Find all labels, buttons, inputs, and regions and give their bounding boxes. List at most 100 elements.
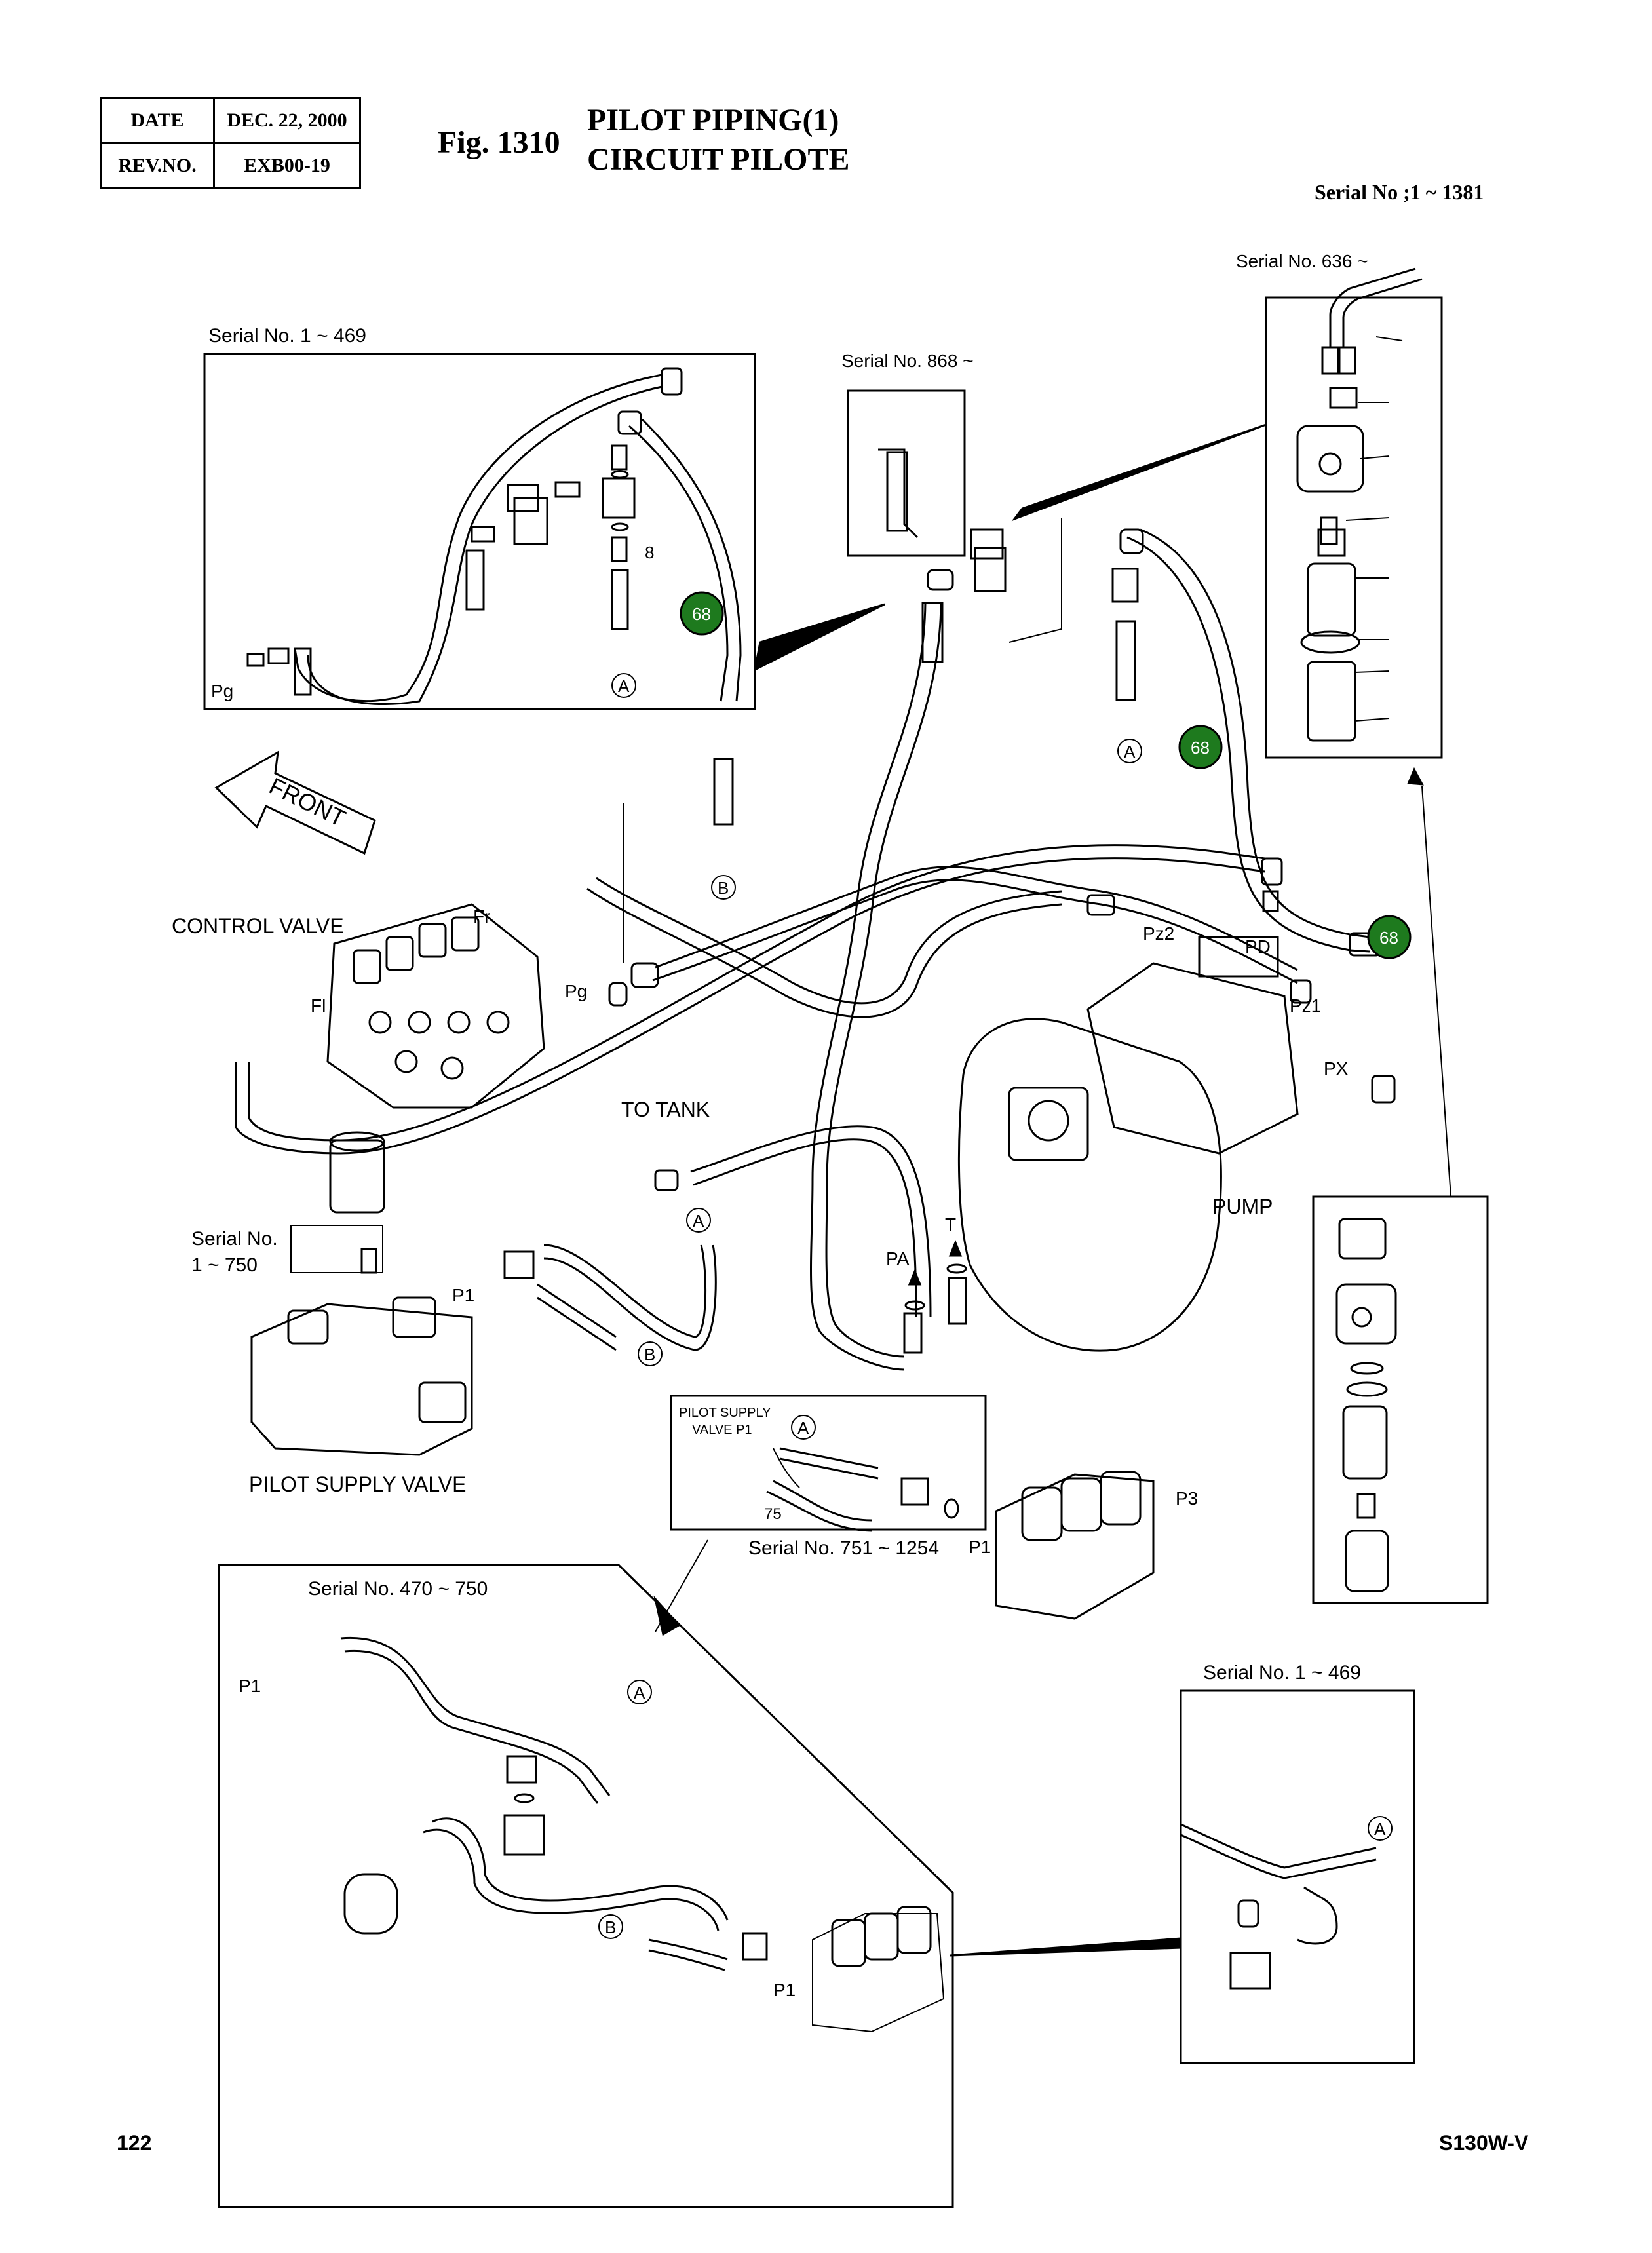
serial-top-left: Serial No. 1 ~ 469 bbox=[208, 325, 366, 347]
port-pd: PD bbox=[1245, 936, 1271, 957]
pump-regulator bbox=[1198, 936, 1279, 978]
panel-pilot-supply bbox=[670, 1395, 987, 1531]
serial-box-filter bbox=[290, 1225, 383, 1273]
callout-circle bbox=[611, 673, 636, 698]
date-label: DATE bbox=[100, 97, 215, 144]
fitting bbox=[267, 647, 290, 664]
leader-line bbox=[655, 1539, 708, 1632]
hose-end bbox=[465, 549, 485, 611]
hose-control-long bbox=[235, 857, 1265, 1155]
sensor-cable bbox=[1342, 278, 1423, 347]
hose-right bbox=[1126, 536, 1370, 953]
hose-bl-2 bbox=[423, 1828, 720, 1931]
fitting bbox=[1119, 528, 1144, 554]
manifold-p3 bbox=[995, 1473, 1155, 1620]
fitting bbox=[246, 653, 265, 667]
panel-bottom-right bbox=[1180, 1689, 1415, 2064]
panel-top-center bbox=[847, 389, 966, 557]
model-code: S130W-V bbox=[1439, 2131, 1529, 2155]
filter-bowl bbox=[1345, 1530, 1389, 1592]
date-value: DEC. 22, 2000 bbox=[213, 97, 361, 144]
leader-line bbox=[1421, 786, 1451, 1197]
fitting bbox=[1262, 890, 1279, 912]
valve-spool bbox=[385, 936, 414, 971]
elbow bbox=[1237, 1899, 1259, 1928]
hose-br-2 bbox=[1297, 1886, 1338, 1945]
port-fr: Fr bbox=[473, 906, 490, 927]
hose-center-long bbox=[810, 602, 927, 1371]
pump-label: PUMP bbox=[1212, 1195, 1273, 1218]
hose-right bbox=[1140, 528, 1370, 938]
hose-top-left-1 bbox=[294, 374, 663, 703]
tee-block bbox=[900, 1477, 929, 1506]
hose-end bbox=[713, 758, 734, 826]
callout-circle bbox=[1368, 1816, 1393, 1841]
hose-to-tank bbox=[693, 1138, 917, 1318]
manifold-bl bbox=[812, 1913, 945, 2033]
arrow-up bbox=[908, 1268, 922, 1286]
page-number: 122 bbox=[117, 2131, 152, 2155]
filter-element bbox=[1342, 1405, 1388, 1480]
hose-br bbox=[1180, 1834, 1377, 1879]
valve-coil bbox=[507, 484, 539, 512]
pa-fitting bbox=[903, 1312, 923, 1354]
control-valve-body bbox=[326, 903, 545, 1109]
port-fl: Fl bbox=[311, 995, 326, 1016]
pilot-valve-body bbox=[250, 1303, 473, 1456]
serial-bottom-right: Serial No. 1 ~ 469 bbox=[1203, 1662, 1361, 1684]
hose-pilot-b bbox=[537, 1296, 617, 1351]
o-ring bbox=[611, 470, 629, 479]
rev-label: REV.NO. bbox=[100, 142, 215, 189]
solenoid-coil bbox=[1335, 1283, 1397, 1345]
hose-pilot-b bbox=[537, 1283, 617, 1338]
valve-block bbox=[1229, 1952, 1271, 1990]
port-px: PX bbox=[1324, 1058, 1349, 1079]
solenoid-coil bbox=[1296, 425, 1364, 493]
pilot-valve-solenoid bbox=[392, 1296, 436, 1338]
port-pg: Pg bbox=[211, 681, 233, 701]
part-75: 75 bbox=[764, 1505, 782, 1523]
callout-a: A bbox=[1124, 742, 1136, 761]
front-label: FRONT bbox=[265, 772, 349, 832]
filter-element bbox=[1307, 562, 1356, 637]
port-pz1: Pz1 bbox=[1290, 995, 1321, 1016]
valve-block bbox=[513, 497, 548, 545]
rev-value: EXB00-19 bbox=[213, 142, 361, 189]
serial-middle: Serial No. 751 ~ 1254 bbox=[748, 1537, 939, 1559]
pointer-wedge bbox=[753, 603, 885, 672]
hose-fr bbox=[586, 887, 1062, 1018]
callout-a: A bbox=[1374, 1819, 1386, 1839]
title-french: CIRCUIT PILOTE bbox=[587, 142, 850, 177]
port-t: T bbox=[945, 1214, 956, 1235]
connector bbox=[1321, 346, 1339, 375]
hose-pg bbox=[655, 866, 1298, 971]
fitting bbox=[661, 367, 683, 396]
bracket-outline bbox=[1008, 518, 1062, 643]
o-ring bbox=[1300, 630, 1360, 654]
filter-bowl bbox=[1307, 661, 1356, 742]
pilot-valve-solenoid bbox=[287, 1309, 329, 1345]
callout-circle bbox=[791, 1415, 816, 1440]
pointer-wedge bbox=[1011, 423, 1267, 522]
badge-68-circle bbox=[1367, 915, 1412, 959]
hose-end bbox=[294, 647, 312, 696]
hose-end bbox=[611, 569, 629, 630]
title-english: PILOT PIPING(1) bbox=[587, 103, 839, 138]
part-8: 8 bbox=[645, 543, 654, 562]
manifold-coil bbox=[1100, 1471, 1142, 1526]
hose-center-long bbox=[825, 602, 942, 1358]
panel-right-mid bbox=[1312, 1195, 1489, 1604]
px-fitting bbox=[1371, 1075, 1396, 1104]
t-fitting bbox=[948, 1277, 967, 1325]
adapter bbox=[611, 444, 628, 471]
port-p1: P1 bbox=[969, 1537, 991, 1557]
callout-a: A bbox=[634, 1683, 645, 1703]
valve-block bbox=[503, 1814, 545, 1856]
pointer-wedge bbox=[950, 1937, 1182, 1957]
callout-circle bbox=[1117, 739, 1142, 763]
hose-top-left-3 bbox=[628, 425, 729, 702]
badge-68-circle bbox=[680, 591, 724, 636]
hose-ps-75 bbox=[766, 1490, 872, 1532]
